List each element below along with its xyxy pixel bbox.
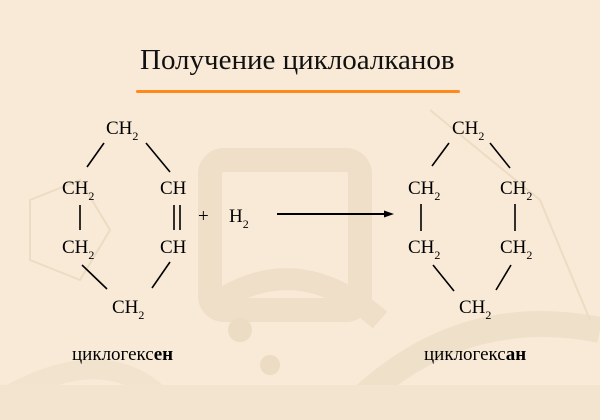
product-name: циклогексан (424, 344, 527, 365)
atom-group: CH (160, 237, 187, 258)
atom-group: CH2 (62, 178, 95, 203)
reaction-arrow (277, 210, 394, 218)
atom-group: CH2 (452, 118, 485, 143)
atom-group: CH2 (408, 237, 441, 262)
atom-group: CH2 (408, 178, 441, 203)
atom-group: CH2 (106, 118, 139, 143)
reagent-h2: H2 (229, 206, 249, 231)
slide-title: Получение циклоалканов (140, 44, 455, 76)
title-underline (136, 90, 460, 93)
atom-group: CH (160, 178, 187, 199)
atom-group: CH2 (112, 297, 145, 322)
reactant-name: циклогексен (72, 344, 174, 365)
atom-group: CH2 (500, 237, 533, 262)
atom-group: CH2 (459, 297, 492, 322)
atom-group: CH2 (62, 237, 95, 262)
atom-group: CH2 (500, 178, 533, 203)
plus-sign: + (198, 206, 209, 227)
